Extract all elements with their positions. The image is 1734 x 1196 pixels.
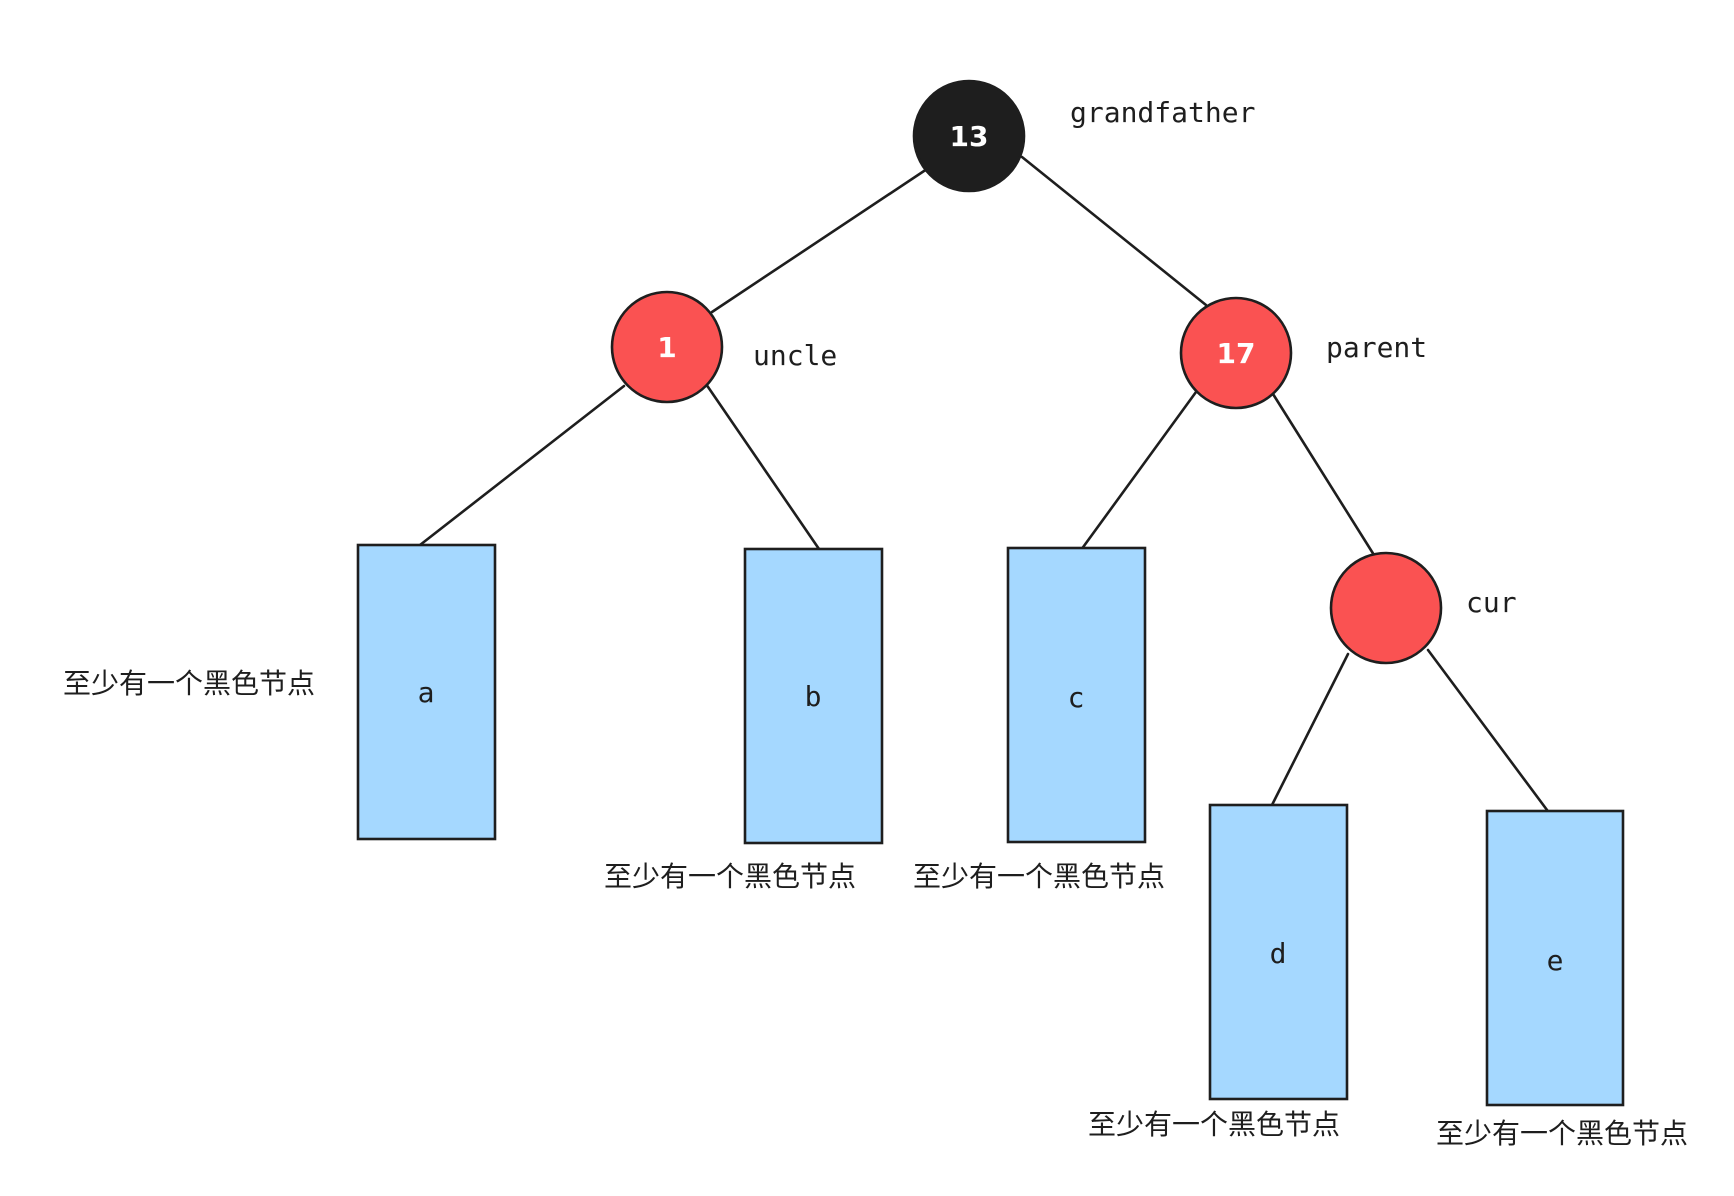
node-uncle: 1	[610, 290, 724, 404]
subtree-c-box	[1006, 546, 1147, 844]
edge-uncle-a	[418, 384, 626, 547]
subtree-d-label: d	[1270, 937, 1287, 970]
parent-value: 17	[1217, 337, 1256, 370]
subtree-a: a	[356, 543, 497, 841]
subtree-b-label: b	[805, 680, 822, 713]
parent-label: parent	[1326, 331, 1427, 364]
subtree-c-note: 至少有一个黑色节点	[913, 860, 1165, 893]
subtree-e-box	[1485, 809, 1625, 1107]
uncle-circle	[610, 290, 724, 404]
subtree-e: e	[1485, 809, 1625, 1107]
edge-cur-e	[1426, 648, 1552, 816]
node-parent: 17	[1179, 296, 1293, 410]
edge-uncle-b	[704, 382, 821, 551]
subtree-a-note: 至少有一个黑色节点	[63, 667, 315, 700]
edge-cur-d	[1270, 652, 1350, 807]
grandfather-label: grandfather	[1070, 96, 1255, 129]
uncle-label: uncle	[753, 339, 837, 372]
grandfather-value: 13	[950, 120, 989, 153]
edge-grandfather-uncle	[710, 165, 932, 314]
subtree-a-box	[356, 543, 497, 841]
cur-circle	[1329, 551, 1443, 665]
subtree-a-label: a	[418, 676, 435, 709]
edge-parent-c	[1079, 390, 1198, 552]
subtree-b-box	[743, 547, 884, 845]
subtree-b: b	[743, 547, 884, 845]
subtree-d: d	[1208, 803, 1349, 1101]
subtree-e-note: 至少有一个黑色节点	[1436, 1117, 1688, 1150]
subtree-d-box	[1208, 803, 1349, 1101]
uncle-value: 1	[657, 331, 676, 364]
subtree-c: c	[1006, 546, 1147, 844]
subtree-d-note: 至少有一个黑色节点	[1088, 1108, 1340, 1141]
parent-circle	[1179, 296, 1293, 410]
subtree-c-label: c	[1068, 681, 1085, 714]
edge-grandfather-parent	[1020, 155, 1208, 307]
edge-parent-cur	[1271, 392, 1376, 557]
node-grandfather: 13	[912, 79, 1026, 193]
node-cur	[1329, 551, 1443, 665]
subtree-e-label: e	[1547, 944, 1564, 977]
cur-label: cur	[1466, 586, 1517, 619]
subtree-b-note: 至少有一个黑色节点	[604, 860, 856, 893]
grandfather-circle	[912, 79, 1026, 193]
